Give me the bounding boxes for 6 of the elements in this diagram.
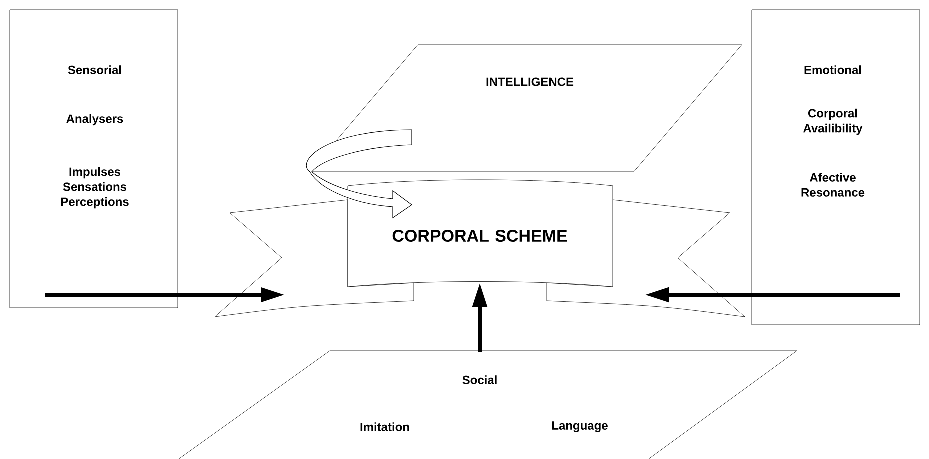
- scheme-ribbon: CORPORAL SCHEME: [214, 180, 746, 318]
- intelligence-plane: INTELLIGENCE: [310, 44, 742, 172]
- emotion-box: Emotional Corporal Availibility Afective Resonance: [752, 10, 920, 326]
- curved-arrow: [306, 130, 412, 218]
- social-plane: Social Imitation Language: [174, 350, 798, 459]
- sense-box: Sensorial Analysers Impulses Sensations Perceptions: [10, 10, 178, 308]
